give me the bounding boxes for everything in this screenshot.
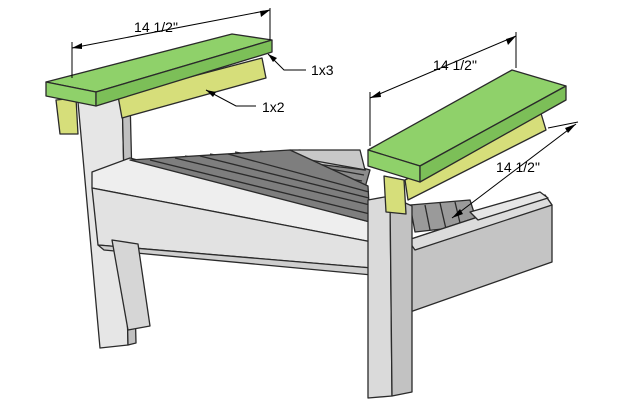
callout-1x3: 1x3 [267, 53, 334, 78]
seat-slats [129, 149, 371, 223]
right-arm-support [383, 109, 547, 215]
right-arm-top [367, 69, 567, 183]
left-seat-stringer [91, 157, 373, 276]
callout-1x2: 1x2 [205, 89, 285, 115]
left-rear-leg [111, 239, 151, 331]
left-arm-top [45, 33, 273, 107]
dimension-left-arm: 14 1/2" [71, 8, 271, 78]
dimension-right-support-label: 14 1/2" [496, 159, 540, 175]
dimension-right-arm: 14 1/2" [369, 32, 517, 146]
dimension-right-arm-label: 14 1/2" [433, 57, 477, 73]
callout-1x2-label: 1x2 [262, 99, 285, 115]
dimension-right-support: 14 1/2" [451, 121, 579, 219]
dimension-left-arm-label: 14 1/2" [134, 19, 178, 35]
right-front-leg [367, 195, 413, 399]
callout-1x3-label: 1x3 [311, 62, 334, 78]
